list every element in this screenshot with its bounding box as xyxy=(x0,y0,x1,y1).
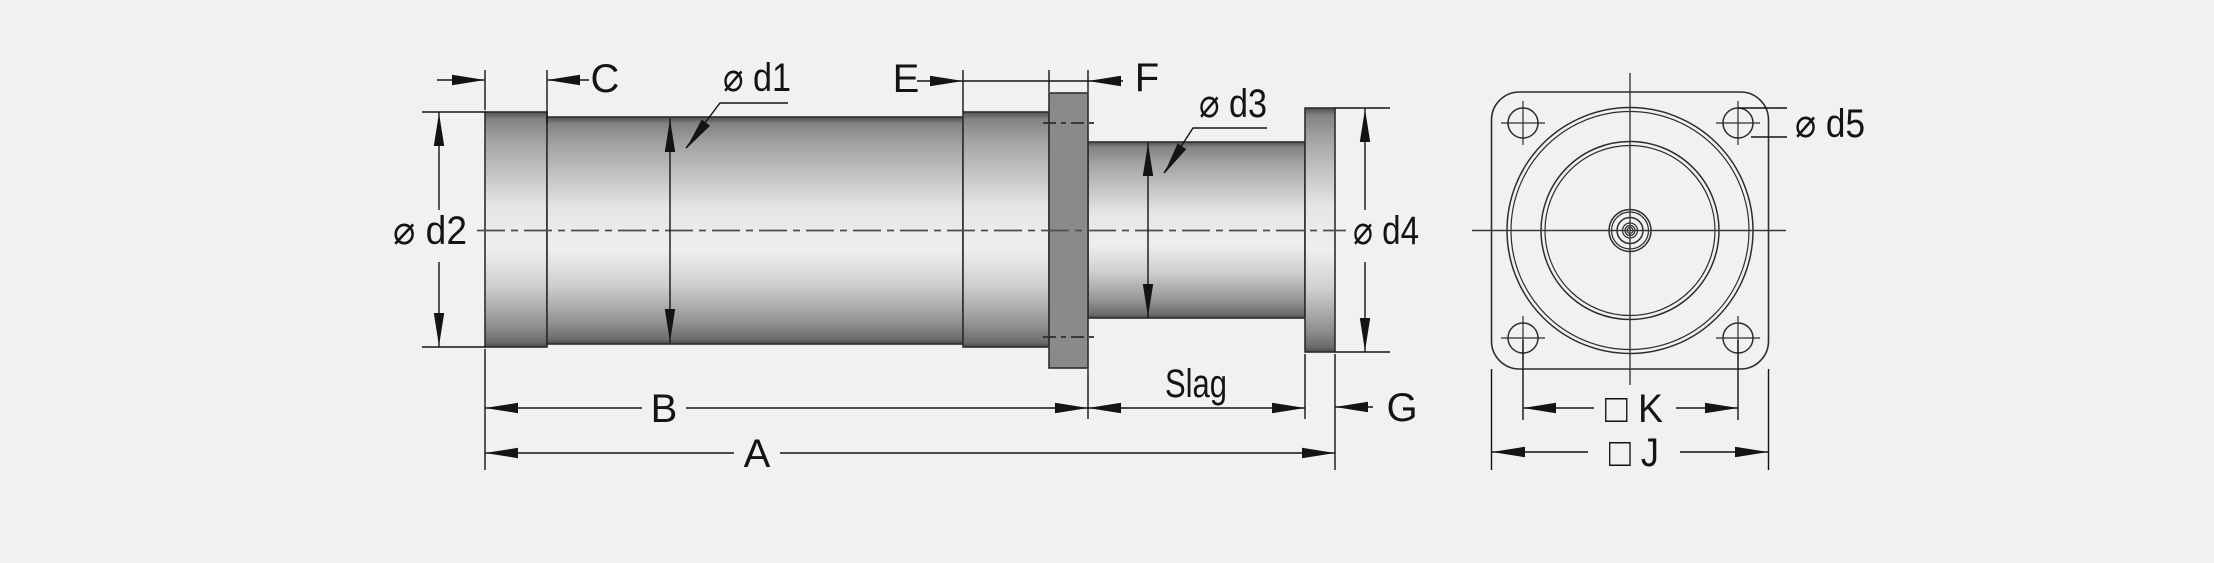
dim-k: □ K xyxy=(1522,340,1739,431)
dim-c: C xyxy=(437,57,619,124)
dim-a-label: A xyxy=(744,432,771,476)
front-view: ⌀ d5 □ K □ J xyxy=(1472,73,1865,475)
dim-g: G xyxy=(1335,386,1418,430)
dim-f-label: F xyxy=(1135,56,1159,100)
right-collar xyxy=(962,111,1050,348)
dim-d3: ⌀ d3 xyxy=(1142,82,1267,318)
dim-j: □ J xyxy=(1490,369,1770,475)
dim-slag-label: Slag xyxy=(1165,362,1227,406)
dim-d1: ⌀ d1 xyxy=(664,56,791,343)
dim-d3-label: ⌀ d3 xyxy=(1199,82,1267,126)
dim-k-label: □ K xyxy=(1605,387,1663,431)
side-view: C ⌀ d1 E F xyxy=(393,56,1419,476)
bolt-hole xyxy=(1501,101,1545,145)
dim-j-label: □ J xyxy=(1609,431,1659,475)
dim-a: A xyxy=(485,432,1335,476)
dim-c-label: C xyxy=(591,57,620,101)
dim-d1-label: ⌀ d1 xyxy=(723,56,791,100)
dim-b-label: B xyxy=(651,387,678,431)
left-collar xyxy=(484,111,548,348)
dim-d4: ⌀ d4 xyxy=(1335,107,1419,353)
dim-d5-label: ⌀ d5 xyxy=(1795,102,1865,146)
dim-slag: Slag xyxy=(1088,362,1305,414)
dim-d4-label: ⌀ d4 xyxy=(1353,209,1419,253)
dim-b: B xyxy=(485,387,1088,431)
dim-g-label: G xyxy=(1386,386,1417,430)
dim-e-label: E xyxy=(893,57,920,101)
dim-d5: ⌀ d5 xyxy=(1738,102,1865,146)
dim-d2: ⌀ d2 xyxy=(393,111,486,348)
dim-d2-label: ⌀ d2 xyxy=(393,209,467,253)
dim-e-f: E F xyxy=(893,56,1159,112)
